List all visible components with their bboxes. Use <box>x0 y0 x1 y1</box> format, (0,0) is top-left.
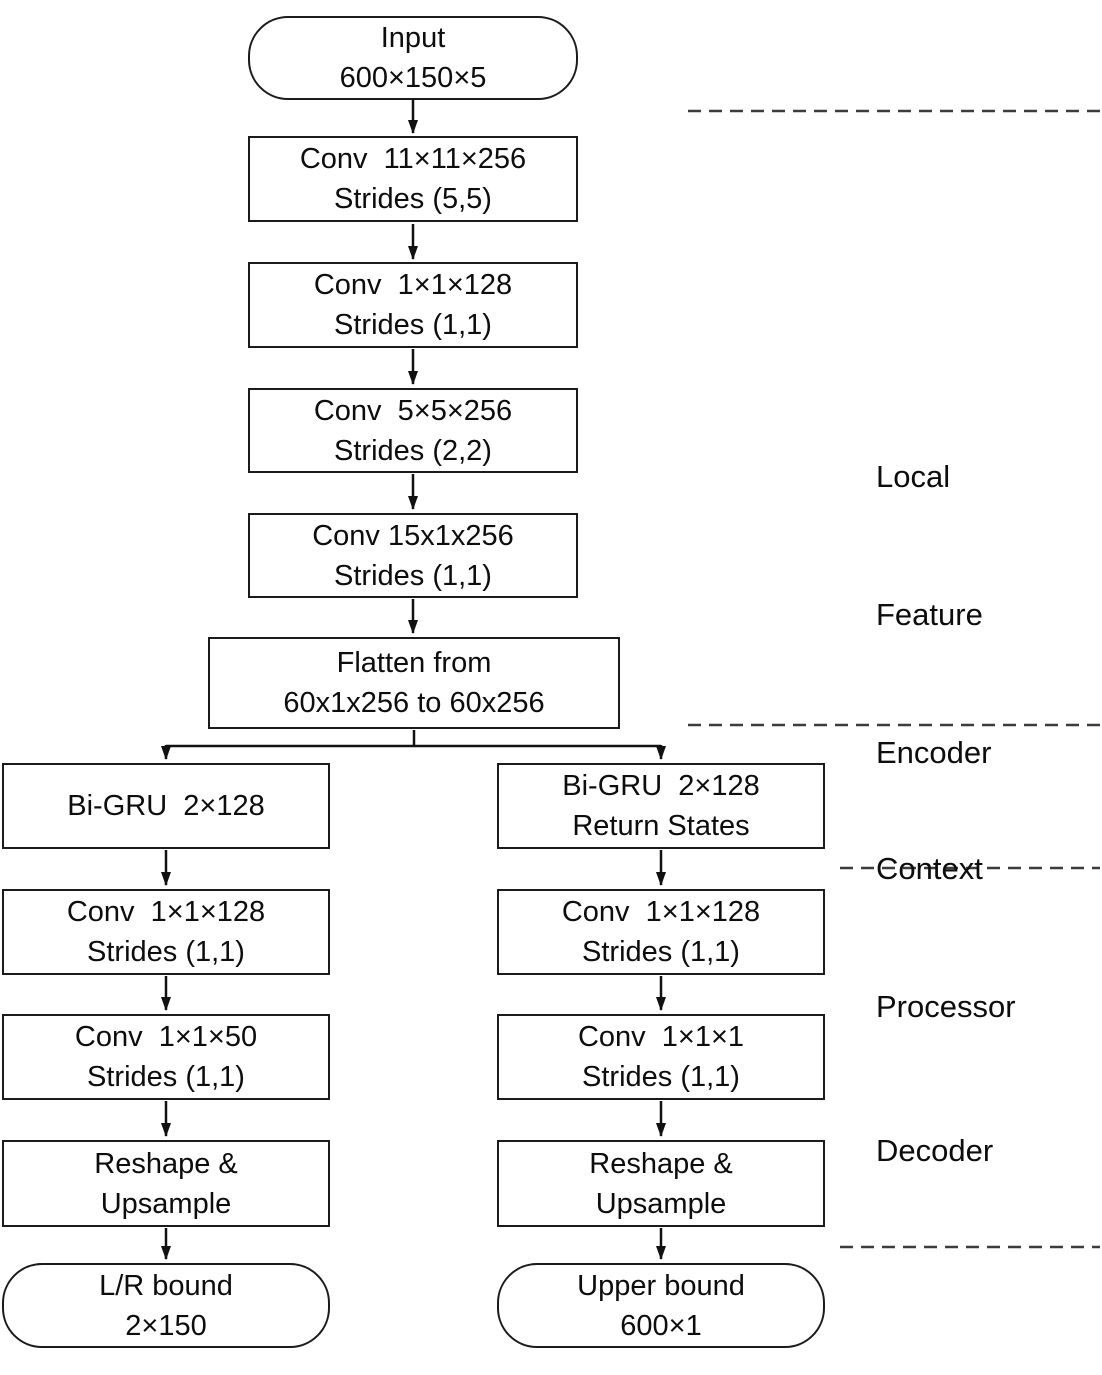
node-encoder-conv1-line1: Conv 11×11×256 <box>299 143 527 175</box>
node-decoder-right-conv1: Conv 1×1×128 Strides (1,1) <box>497 889 825 975</box>
node-encoder-conv1: Conv 11×11×256 Strides (5,5) <box>248 136 578 222</box>
section-label-encoder-line1: Local <box>876 459 951 494</box>
node-bigru-left: Bi-GRU 2×128 <box>2 763 330 849</box>
node-decoder-right-conv2-line2: Strides (1,1) <box>582 1061 740 1093</box>
node-bigru-right-line1: Bi-GRU 2×128 <box>562 770 760 802</box>
node-decoder-left-conv2-line1: Conv 1×1×50 <box>74 1021 258 1053</box>
node-decoder-right-conv1-line2: Strides (1,1) <box>582 936 740 968</box>
section-label-context-line2: Processor <box>876 989 1016 1024</box>
node-reshape-left: Reshape & Upsample <box>2 1140 330 1227</box>
section-label-context-processor: Context Processor <box>876 754 1016 1122</box>
node-encoder-conv3: Conv 5×5×256 Strides (2,2) <box>248 388 578 473</box>
section-label-local-feature-encoder: Local Feature Encoder <box>876 362 991 868</box>
node-decoder-right-conv1-line1: Conv 1×1×128 <box>561 896 761 928</box>
node-input: Input 600×150×5 <box>248 16 578 100</box>
node-decoder-left-conv1-line1: Conv 1×1×128 <box>66 896 266 928</box>
node-encoder-conv2-line2: Strides (1,1) <box>334 309 492 341</box>
node-encoder-conv4-line1: Conv 15x1x256 <box>312 519 514 552</box>
node-bigru-right-line2: Return States <box>572 810 750 842</box>
node-bigru-right: Bi-GRU 2×128 Return States <box>497 763 825 849</box>
node-output-upper-bound-line1: Upper bound <box>577 1269 745 1302</box>
section-label-encoder-line3: Encoder <box>876 735 992 770</box>
node-output-lr-bound-line2: 2×150 <box>125 1309 207 1342</box>
node-decoder-left-conv1-line2: Strides (1,1) <box>87 936 245 968</box>
node-encoder-conv4: Conv 15x1x256 Strides (1,1) <box>248 513 578 598</box>
section-label-encoder-line2: Feature <box>876 597 983 632</box>
node-encoder-conv2: Conv 1×1×128 Strides (1,1) <box>248 262 578 348</box>
node-output-upper-bound-line2: 600×1 <box>620 1309 702 1342</box>
node-reshape-left-line2: Upsample <box>100 1187 232 1220</box>
node-decoder-left-conv2: Conv 1×1×50 Strides (1,1) <box>2 1014 330 1100</box>
section-label-context-line1: Context <box>876 851 983 886</box>
section-label-decoder: Decoder <box>876 1036 993 1266</box>
node-reshape-right: Reshape & Upsample <box>497 1140 825 1227</box>
node-decoder-right-conv2-line1: Conv 1×1×1 <box>577 1021 745 1053</box>
node-reshape-right-line2: Upsample <box>595 1187 727 1220</box>
node-output-lr-bound-line1: L/R bound <box>99 1269 233 1302</box>
node-output-lr-bound: L/R bound 2×150 <box>2 1263 330 1348</box>
node-bigru-left-line1: Bi-GRU 2×128 <box>67 790 265 822</box>
node-flatten-line1: Flatten from <box>336 647 492 679</box>
node-encoder-conv2-line1: Conv 1×1×128 <box>313 269 513 301</box>
node-reshape-left-line1: Reshape & <box>94 1147 238 1180</box>
node-encoder-conv3-line1: Conv 5×5×256 <box>313 394 513 427</box>
node-decoder-right-conv2: Conv 1×1×1 Strides (1,1) <box>497 1014 825 1100</box>
node-reshape-right-line1: Reshape & <box>589 1147 733 1180</box>
node-flatten: Flatten from 60x1x256 to 60x256 <box>208 637 620 729</box>
node-encoder-conv4-line2: Strides (1,1) <box>334 559 492 592</box>
node-decoder-left-conv2-line2: Strides (1,1) <box>87 1061 245 1093</box>
node-input-line1: Input <box>380 22 446 54</box>
node-input-line2: 600×150×5 <box>339 62 487 94</box>
node-decoder-left-conv1: Conv 1×1×128 Strides (1,1) <box>2 889 330 975</box>
node-encoder-conv3-line2: Strides (2,2) <box>334 434 492 467</box>
node-encoder-conv1-line2: Strides (5,5) <box>334 183 492 215</box>
section-label-decoder-line1: Decoder <box>876 1133 994 1168</box>
node-flatten-line2: 60x1x256 to 60x256 <box>283 687 545 719</box>
node-output-upper-bound: Upper bound 600×1 <box>497 1263 825 1348</box>
